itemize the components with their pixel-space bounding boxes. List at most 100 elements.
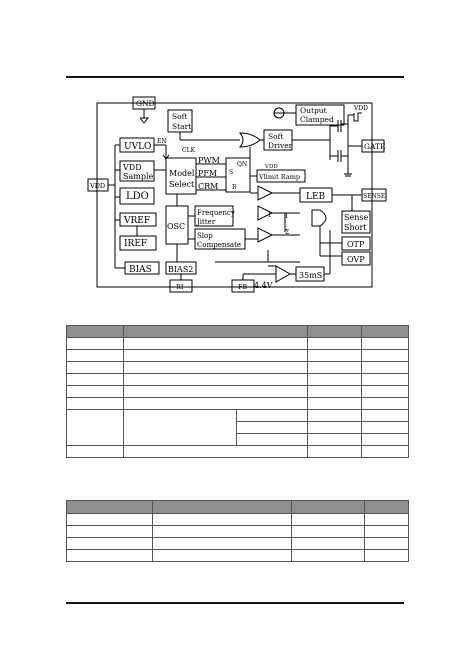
vdd-sample-label-2: Sample [123,172,154,181]
comparator-4v4 [275,265,292,283]
table-row [66,349,409,362]
table-1-header-cell [66,325,124,338]
table-cell [361,397,409,410]
pfm-label: PFM [198,169,217,178]
table-1 [66,325,409,458]
table-1-header-cell [361,325,409,338]
footer-rule [66,602,404,604]
model-select-label-2: Select [169,180,195,189]
table-row [66,409,409,446]
vlimit-vdd-label: VDD [264,164,278,170]
table-2-header-cell [151,500,293,514]
ovp-block [341,251,371,266]
table-cell [307,421,363,434]
slop-compensate-label-2: Compensate [197,241,241,249]
table-cell [122,397,309,410]
table-cell [307,361,363,374]
table-cell [361,409,409,422]
table-row [67,421,409,434]
table-cell [307,385,363,398]
table-cell [364,537,409,550]
table-cell [151,525,293,538]
crm-label: CRM [198,182,218,191]
sense-short-label-2: Short [344,223,367,232]
table-row [66,537,409,550]
vref-block [119,212,157,227]
osc-label: OSC [167,222,185,231]
table-row [66,373,409,386]
comparator-upper [257,185,274,201]
table-cell [122,373,309,386]
table-cell [66,525,153,538]
table-cell [66,513,153,526]
table-1-header-cell [122,325,309,338]
table-cell [66,361,124,374]
table-row [66,361,409,374]
otp-block [341,236,371,251]
and-gate [311,209,327,227]
table-cell [364,513,409,526]
table-cell [291,537,366,550]
model-select-label-1: Model [169,169,195,178]
vref-label: VREF [123,216,150,226]
bias2-label: BIAS2 [168,265,193,274]
table-cell [291,525,366,538]
voltage-4v4-label: 4.4V [254,281,273,290]
current-label-1: I [268,211,271,219]
sense-short-label-1: Sense [344,213,368,222]
table-cell [361,349,409,362]
table-cell [66,549,153,562]
en-label: EN [157,138,167,145]
table-cell [236,433,309,446]
table-2-header-cell [66,500,153,514]
table-cell [361,433,409,446]
qn-label: QN [237,161,247,168]
table-cell [122,337,309,350]
comparator-middle [257,205,274,221]
slop-compensate-label-1: Slop [197,232,213,240]
gate-label: GATE [364,142,385,151]
table-cell [291,549,366,562]
soft-start-label-1: Soft [172,112,187,121]
table-cell [66,397,124,410]
table-cell-merged [122,409,238,446]
table-2 [66,500,409,562]
table-cell [151,549,293,562]
table-cell [307,409,363,422]
table-row [66,445,409,458]
bias-label: BIAS [129,265,152,275]
table-cell [307,445,363,458]
ri-label: RI [176,283,184,291]
block-diagram: GND Soft Start Output Clamped VDD UVLO E… [87,96,387,293]
gnd-label: GND [136,99,155,108]
vlimit-ramp-label: Vlimit Ramp [258,173,300,181]
timer-35ms-label: 35mS [299,271,322,280]
frequency-jitter-label-2: Jitter [196,218,216,226]
uvlo-label: UVLO [124,142,151,152]
vdd-pin-label: VDD [89,182,105,190]
ldo-label: LDO [126,191,149,202]
table-cell [361,337,409,350]
table-1-header [66,325,409,338]
pwm-label: PWM [198,156,220,165]
table-cell [361,445,409,458]
table-cell [122,361,309,374]
table-row [66,513,409,526]
table-cell [307,397,363,410]
table-cell [151,513,293,526]
table-cell-merged [66,409,124,446]
table-cell [122,349,309,362]
table-cell [151,537,293,550]
clk-label: CLK [182,147,196,154]
header-rule [66,76,404,78]
sense-short-block [341,210,371,234]
sr-latch [225,157,251,193]
bias-block [124,261,160,275]
table-row [66,337,409,350]
table-row [66,525,409,538]
table-cell [66,337,124,350]
table-row [66,549,409,562]
r-label: R [232,184,237,191]
table-1-header-cell [307,325,363,338]
gate-pin [361,139,385,153]
